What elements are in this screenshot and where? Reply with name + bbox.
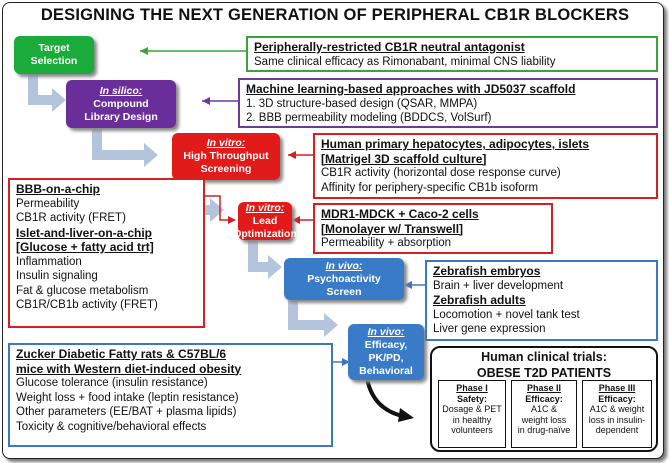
flow-arrow-5 xyxy=(288,294,338,337)
stage-label: Efficacy, xyxy=(364,339,408,351)
box-heading: BBB-on-a-chip xyxy=(16,182,100,196)
stage-label: Lead xyxy=(252,214,278,227)
phase-line: weight loss xyxy=(521,414,567,425)
stage-prefix: In silico: xyxy=(99,84,143,97)
box-heading: [Matrigel 3D scaffold culture] xyxy=(321,151,487,166)
phase-line: dependent xyxy=(595,425,639,435)
stage-in-vitro-lead: In vitro: Lead Optimization xyxy=(233,201,297,240)
phase-line: A1C & xyxy=(530,404,557,414)
box-line: Insulin signaling xyxy=(16,270,98,282)
phase-label: Efficacy: xyxy=(598,393,636,404)
phase-line: in healthy xyxy=(452,414,492,425)
stage-label: PK/PD, xyxy=(368,352,404,364)
box-line: Other parameters (EE/BAT + plasma lipids… xyxy=(16,406,237,418)
stage-label: Library Design xyxy=(84,110,158,123)
hts-info-box: Human primary hepatocytes, adipocytes, i… xyxy=(313,133,658,199)
stage-prefix: In vitro: xyxy=(206,137,246,149)
chip-connector xyxy=(205,195,228,221)
box-line: Affinity for periphery-specific CB1b iso… xyxy=(321,181,539,194)
box-line: Toxicity & cognitive/behavioral effects xyxy=(16,420,207,433)
phase-label: Efficacy: xyxy=(525,393,563,404)
figure-title: DESIGNING THE NEXT GENERATION OF PERIPHE… xyxy=(40,6,630,24)
box-list-item: 1. 3D structure-based design (QSAR, MMPA… xyxy=(246,97,478,110)
zebrafish-info-box: Zebrafish embryos Brain + liver developm… xyxy=(425,260,658,341)
phase-line: in drug-naïve xyxy=(517,425,571,435)
box-heading: Islet-and-liver-on-a-chip xyxy=(16,225,153,240)
connector-arrows xyxy=(140,47,425,366)
box-line: Weight loss + food intake (leptin resist… xyxy=(16,391,239,404)
stage-label: High Throughput xyxy=(183,150,269,162)
phase-label: Safety: xyxy=(456,393,487,404)
phase-2-box: Phase II Efficacy: A1C & weight loss in … xyxy=(511,380,577,448)
stage-label: Compound xyxy=(93,97,149,110)
clinical-trials-box: Human clinical trials: OBESE T2D PATIENT… xyxy=(430,346,658,452)
box-line: CB1R activity (FRET) xyxy=(16,212,126,224)
stage-label: Behavioral xyxy=(359,365,413,377)
phase-3-box: Phase III Efficacy: A1C & weight loss in… xyxy=(582,380,652,448)
stage-in-vivo-psycho: In vivo: Psychoactivity Screen xyxy=(284,258,404,300)
target-info-box: Peripherally-restricted CB1R neutral ant… xyxy=(246,36,658,72)
stage-label: Optimization xyxy=(233,227,297,240)
stage-in-silico: In silico: Compound Library Design xyxy=(66,80,176,128)
flow-arrow-2 xyxy=(92,128,158,167)
stage-in-vitro-hts: In vitro: High Throughput Screening xyxy=(172,133,280,180)
stage-prefix: In vivo: xyxy=(367,326,405,338)
trials-title: Human clinical trials: xyxy=(481,350,607,364)
phase-name: Phase III xyxy=(598,383,636,393)
box-line: Liver gene expression xyxy=(433,323,546,335)
box-heading: [Monolayer w/ Transwell] xyxy=(321,221,464,236)
rats-info-box: Zucker Diabetic Fatty rats & C57BL/6 mic… xyxy=(8,343,333,447)
box-line: Permeability xyxy=(16,197,80,210)
stage-label: Screen xyxy=(326,285,362,298)
stage-target-selection: Target Selection xyxy=(14,36,94,74)
box-line: CB1R activity (horizontal dose response … xyxy=(321,167,561,179)
phase-line: volunteers xyxy=(451,425,493,435)
box-line: Glucose tolerance (insulin resistance) xyxy=(16,377,208,389)
box-heading: mice with Western diet-induced obesity xyxy=(16,361,242,376)
box-line: Permeability + absorption xyxy=(321,237,452,249)
flow-arrow-4 xyxy=(248,238,282,279)
flow-arrow-1 xyxy=(28,72,66,112)
stage-label: Selection xyxy=(30,55,78,67)
box-heading: Machine learning-based approaches with J… xyxy=(246,82,576,96)
box-heading: MDR1-MDCK + Caco-2 cells xyxy=(321,207,479,221)
box-heading: Zebrafish adults xyxy=(433,293,526,307)
stage-in-vivo-efficacy: In vivo: Efficacy, PK/PD, Behavioral xyxy=(348,324,424,380)
phase-1-box: Phase I Safety: Dosage & PET in healthy … xyxy=(438,380,506,448)
box-heading: [Glucose + fatty acid trt] xyxy=(16,240,154,254)
stage-prefix: In vitro: xyxy=(245,201,285,214)
stage-label: Screening xyxy=(200,163,252,175)
box-heading: Zucker Diabetic Fatty rats & C57BL/6 xyxy=(16,347,227,361)
box-line: Brain + liver development xyxy=(433,279,564,292)
phase-line: Dosage & PET xyxy=(442,404,502,414)
box-heading: Human primary hepatocytes, adipocytes, i… xyxy=(321,137,590,151)
chip-info-box: BBB-on-a-chip Permeability CB1R activity… xyxy=(8,178,205,328)
lead-info-box: MDR1-MDCK + Caco-2 cells [Monolayer w/ T… xyxy=(313,203,553,254)
box-heading: Peripherally-restricted CB1R neutral ant… xyxy=(254,40,525,54)
trials-subtitle: OBESE T2D PATIENTS xyxy=(476,366,612,380)
phase-name: Phase I xyxy=(456,383,488,393)
phase-line: loss in insulin- xyxy=(588,414,646,425)
box-line: Fat & glucose metabolism xyxy=(16,284,149,297)
box-heading: Zebrafish embryos xyxy=(433,264,541,278)
box-line: Same clinical efficacy as Rimonabant, mi… xyxy=(254,55,556,68)
box-line: Locomotion + novel tank test xyxy=(433,308,580,321)
box-line: CB1R/CB1b activity (FRET) xyxy=(16,299,158,311)
stage-label: Psychoactivity xyxy=(307,272,381,285)
stage-label: Target xyxy=(38,42,70,54)
box-line: Inflammation xyxy=(16,255,82,268)
phase-name: Phase II xyxy=(526,383,562,393)
phase-line: A1C & weight xyxy=(589,404,645,414)
stage-prefix: In vivo: xyxy=(325,259,363,272)
insilico-info-box: Machine learning-based approaches with J… xyxy=(238,78,658,128)
box-list-item: 2. BBB permeability modeling (BDDCS, Vol… xyxy=(246,112,492,124)
